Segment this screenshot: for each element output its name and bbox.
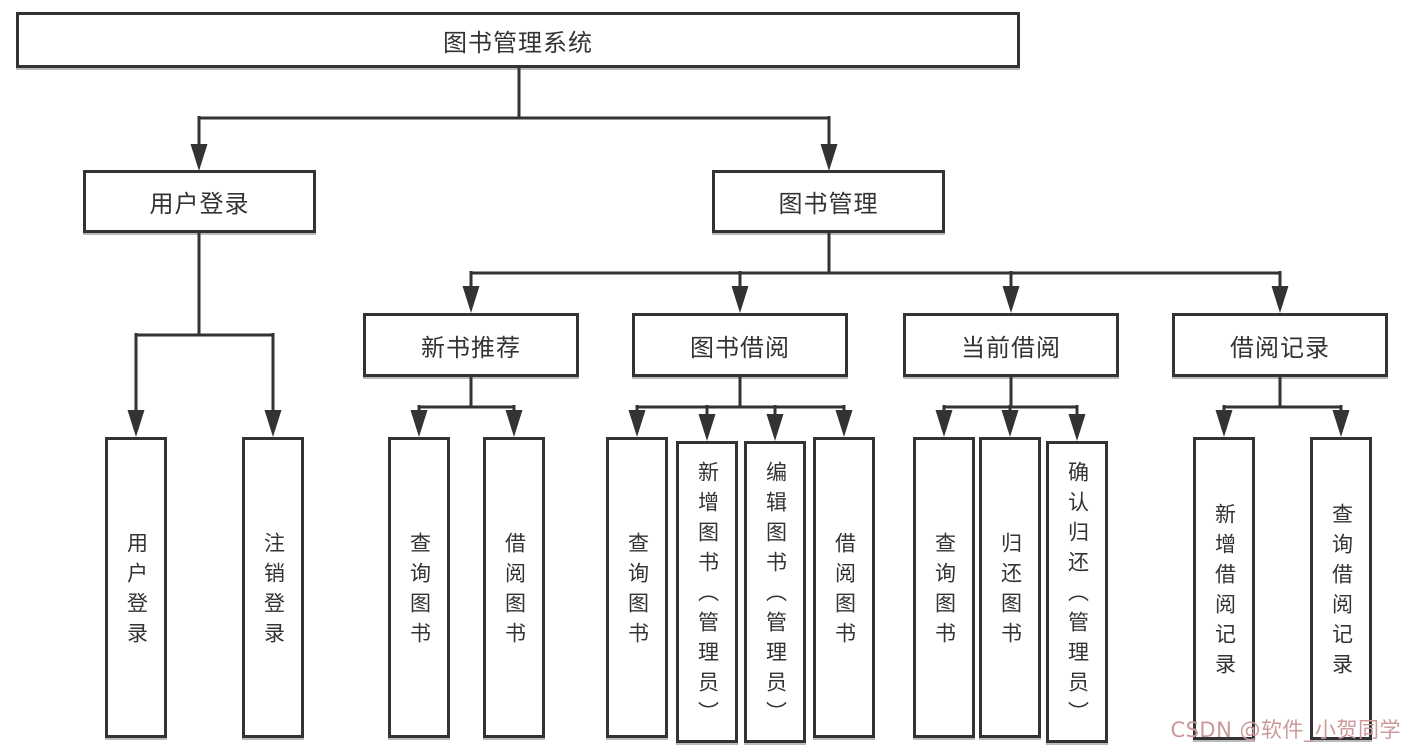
- leaf-query-borrow-record-label: 查询借阅记录: [1329, 502, 1354, 683]
- leaf-edit-book-admin: 编辑图书（管理员）: [744, 441, 806, 743]
- node-borrow-record-label: 借阅记录: [1230, 333, 1330, 362]
- leaf-user-login: 用户登录: [105, 437, 167, 738]
- node-book-borrow: 图书借阅: [632, 313, 848, 377]
- leaf-add-borrow-record: 新增借阅记录: [1193, 437, 1255, 740]
- leaf-return-book: 归还图书: [979, 437, 1041, 738]
- node-book-borrow-label: 图书借阅: [690, 333, 790, 362]
- leaf-query-book-recommend: 查询图书: [388, 437, 450, 738]
- leaf-logout-label: 注销登录: [261, 531, 286, 652]
- leaf-user-login-label: 用户登录: [124, 531, 149, 652]
- leaf-edit-book-admin-label: 编辑图书（管理员）: [763, 461, 788, 731]
- leaf-borrow-book-recommend: 借阅图书: [483, 437, 545, 738]
- leaf-borrow-book-recommend-label: 借阅图书: [502, 531, 527, 652]
- leaf-query-book-borrow-label: 查询图书: [625, 531, 650, 652]
- node-book-management: 图书管理: [712, 170, 945, 233]
- node-user-login: 用户登录: [83, 170, 316, 233]
- leaf-add-borrow-record-label: 新增借阅记录: [1212, 502, 1237, 683]
- node-root-label: 图书管理系统: [443, 28, 593, 57]
- leaf-confirm-return-admin-label: 确认归还（管理员）: [1065, 461, 1090, 731]
- node-current-borrow: 当前借阅: [903, 313, 1119, 377]
- node-borrow-record: 借阅记录: [1172, 313, 1388, 377]
- node-book-management-label: 图书管理: [778, 190, 879, 218]
- leaf-borrow-book-label: 借阅图书: [832, 531, 857, 652]
- node-new-book-recommend: 新书推荐: [363, 313, 579, 377]
- leaf-query-book-current-label: 查询图书: [932, 531, 957, 652]
- leaf-borrow-book: 借阅图书: [813, 437, 875, 738]
- leaf-add-book-admin-label: 新增图书（管理员）: [695, 461, 720, 731]
- node-new-book-recommend-label: 新书推荐: [421, 333, 521, 362]
- node-current-borrow-label: 当前借阅: [961, 333, 1061, 362]
- leaf-query-book-recommend-label: 查询图书: [407, 531, 432, 652]
- leaf-query-book-current: 查询图书: [913, 437, 975, 738]
- node-root: 图书管理系统: [16, 12, 1020, 68]
- leaf-query-borrow-record: 查询借阅记录: [1310, 437, 1372, 740]
- watermark: CSDN @软件_小贺同学: [1170, 718, 1401, 742]
- leaf-query-book-borrow: 查询图书: [606, 437, 668, 738]
- leaf-logout: 注销登录: [242, 437, 304, 738]
- node-user-login-label: 用户登录: [149, 190, 250, 218]
- leaf-return-book-label: 归还图书: [998, 531, 1023, 652]
- leaf-confirm-return-admin: 确认归还（管理员）: [1046, 441, 1108, 743]
- leaf-add-book-admin: 新增图书（管理员）: [676, 441, 738, 743]
